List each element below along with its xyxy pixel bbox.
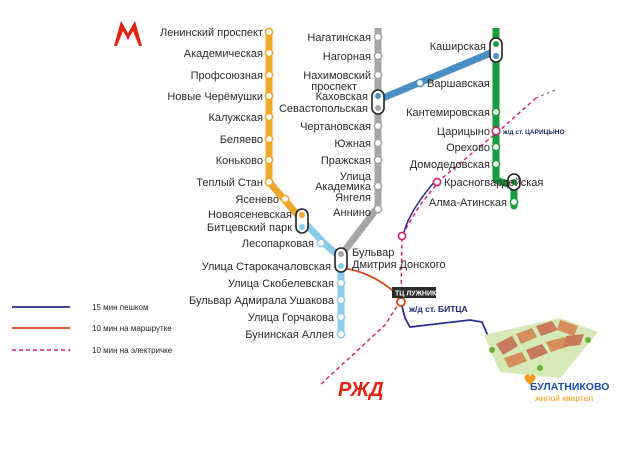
station-teply-stan: Теплый Стан — [196, 177, 263, 189]
station-marker-tsaritsyno — [491, 126, 501, 136]
legend-bus-label: 10 мин на маршрутке — [92, 324, 172, 333]
station-kantemirovskaya: Кантемировская — [406, 107, 490, 119]
station-novye-cheryomushki: Новые Черёмушки — [167, 91, 263, 103]
station-marker-bitsa — [396, 297, 406, 307]
orange-stations — [264, 27, 290, 204]
station-prazhskaya: Пражская — [321, 155, 371, 167]
brand-heart-icon — [524, 374, 536, 385]
station-yasenevo: Ясенево — [235, 194, 279, 206]
legend-walk-label: 15 мин пешком — [92, 303, 148, 312]
station-lesoparkovaya: Лесопарковая — [242, 238, 314, 250]
station-sevastopolskaya: Севастопольская — [279, 103, 368, 115]
station-marker — [280, 194, 290, 204]
brand-name: БУЛАТНИКОВО — [530, 381, 609, 393]
station-belyaevo: Беляево — [220, 134, 263, 146]
station-leninsky-prospekt: Ленинский проспект — [160, 27, 263, 39]
station-bulvar: Бульвар — [352, 247, 394, 259]
station-marker-krasnogvardeyskaya-rail — [432, 177, 442, 187]
station-kakhovskaya: Каховская — [316, 91, 368, 103]
station-profsoyuznaya: Профсоюзная — [191, 70, 263, 82]
station-nagornaya: Нагорная — [323, 51, 371, 63]
steel-blue-line — [376, 46, 500, 104]
svg-text:РЖД: РЖД — [338, 379, 384, 401]
station-bitsevsky-park: Битцевский парк — [207, 222, 292, 234]
station-marker — [264, 112, 274, 122]
station-gorchakova: Улица Горчакова — [248, 312, 335, 324]
station-akademika-1: Улица — [340, 171, 372, 183]
station-marker — [316, 238, 326, 248]
rail-stop — [397, 231, 407, 241]
bus-route-line — [342, 267, 402, 303]
station-varshavskaya: Варшавская — [427, 78, 490, 90]
station-dmitriya-donskogo: Дмитрия Донского — [352, 259, 446, 271]
station-starokachalovskaya: Улица Старокачаловская — [202, 261, 331, 273]
station-akademika-3: Янгеля — [335, 192, 371, 204]
station-marker — [264, 91, 274, 101]
station-skobelevskaya: Улица Скобелевская — [228, 278, 334, 290]
station-nakhimovsky-1: Нахимовский — [303, 70, 371, 82]
station-chertanovskaya: Чертановская — [300, 121, 371, 133]
station-akademicheskaya: Академическая — [184, 48, 263, 60]
rail-station-bitsa: ж/д ст. БИТЦА — [408, 304, 468, 314]
station-marker — [264, 155, 274, 165]
green-stations — [491, 107, 519, 207]
brand-subtitle: жилой квартал — [535, 393, 593, 403]
station-akademika-2: Академика — [315, 181, 372, 193]
station-domodedovskaya: Домодедовская — [410, 159, 490, 171]
station-marker — [415, 78, 425, 88]
station-marker — [264, 134, 274, 144]
station-buninskaya-alleya: Бунинская Аллея — [245, 329, 334, 341]
tc-label-box — [392, 287, 436, 298]
station-yuzhnaya: Южная — [334, 138, 371, 150]
grey-line-diag — [341, 203, 382, 254]
railway-line — [535, 89, 556, 99]
moscow-metro-m-icon — [114, 21, 142, 46]
station-marker — [264, 70, 274, 80]
rail-station-tsaritsyno: ж/д ст. ЦАРИЦЫНО — [502, 129, 565, 136]
station-orekhovo: Орехово — [446, 142, 490, 154]
station-alma-atinskaya: Алма-Атинская — [429, 197, 507, 209]
station-konkovo: Коньково — [216, 155, 263, 167]
station-nakhimovsky-2: проспект — [311, 81, 357, 93]
legend: 15 мин пешком 10 мин на маршрутке 10 мин… — [12, 303, 173, 355]
station-annino: Аннино — [333, 207, 371, 219]
grey-stations — [373, 32, 383, 214]
station-tsaritsyno: Царицыно — [437, 126, 490, 138]
station-marker — [264, 177, 274, 187]
walk-route-line-2 — [403, 179, 437, 233]
station-novoyasenevskaya: Новоясеневская — [208, 209, 292, 221]
legend-train-label: 10 мин на электричке — [92, 346, 173, 355]
light-blue-stations — [336, 278, 346, 339]
station-marker — [264, 27, 274, 37]
station-nagatinskaya: Нагатинская — [307, 32, 371, 44]
station-kaluzhskaya: Калужская — [208, 112, 263, 124]
station-admirala-ushakova: Бульвар Адмирала Ушакова — [189, 295, 335, 307]
housing-complex-illustration — [484, 318, 598, 378]
rzd-logo-icon: РЖД — [338, 379, 384, 401]
station-krasnogvardeyskaya: Красногвардейская — [444, 177, 543, 189]
station-marker — [264, 48, 274, 58]
station-kashirskaya: Каширская — [430, 41, 486, 53]
tc-luzhniki-label: ТЦ ЛУЖНИКИ — [395, 291, 441, 298]
